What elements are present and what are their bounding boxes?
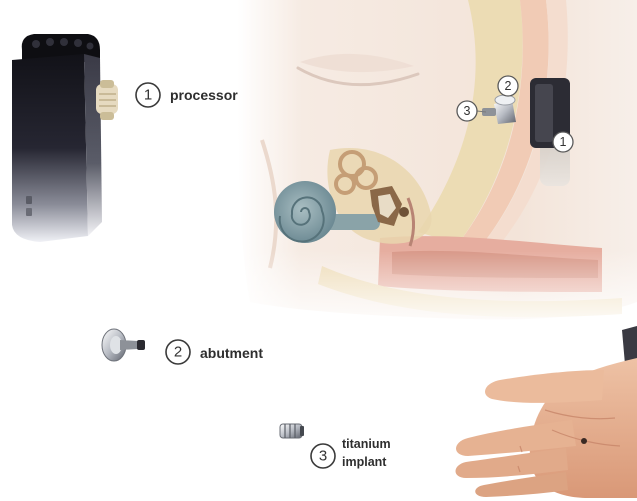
face-bottom-fade [238,250,637,320]
worn-abutment-cap [495,95,515,105]
processor-button [26,208,32,216]
thumb [485,370,604,403]
titanium-implant-label-line-1: titanium [342,437,391,451]
abutment-image [102,329,145,361]
ear-callout-processor: 1 [553,132,573,152]
ear-callout-implant-number: 3 [464,104,471,118]
implant-in-palm [581,438,587,444]
ear-callout-implant: 3 [457,101,477,121]
callout-titanium-implant: 3 titanium implant [311,437,391,469]
ear-callout-abutment: 2 [498,76,518,96]
worn-processor-panel [535,84,553,142]
processor-label: processor [170,87,238,103]
processor-front-face [12,54,88,242]
processor-number: 1 [144,87,152,104]
abutment-number: 2 [174,344,182,361]
titanium-implant-image [280,424,304,438]
processor-device-image [12,34,118,242]
ear-callout-processor-number: 1 [560,135,567,149]
abutment-label: abutment [200,345,263,361]
open-hand-holding-implant [456,326,637,498]
titanium-implant-number: 3 [319,448,327,465]
callout-abutment: 2 abutment [166,340,263,364]
processor-button [26,196,32,204]
titanium-implant-label-line-2: implant [342,455,387,469]
cochlea [274,181,336,243]
head-cross-section-illustration: 2 3 1 [238,0,637,320]
callout-processor: 1 processor [136,83,238,107]
ear-callout-abutment-number: 2 [505,79,512,93]
